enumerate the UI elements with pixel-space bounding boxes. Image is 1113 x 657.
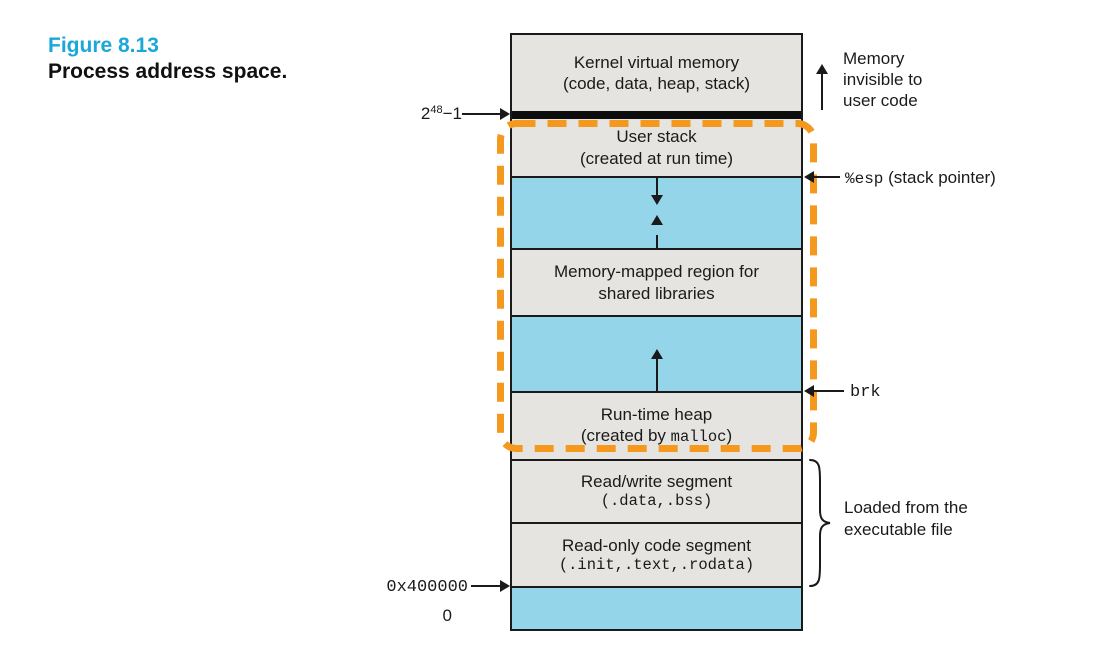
segment-kernel-sublabel: (code, data, heap, stack)	[562, 74, 751, 93]
heap-grow-up-arrow	[655, 359, 658, 391]
address-top-arrowhead	[500, 108, 510, 120]
executable-brace	[809, 459, 831, 587]
loaded-from-label: Loaded from the executable file	[844, 498, 968, 539]
address-top-arrow-line	[462, 113, 502, 115]
segment-read-only: Read-only code segment (.init,.text,.rod…	[512, 524, 801, 588]
segment-heap-label: Run-time heap	[600, 405, 713, 425]
esp-label: %esp (stack pointer)	[845, 168, 996, 188]
segment-heap: Run-time heap (created by malloc)	[512, 393, 801, 461]
user-space-dashed-outline	[497, 120, 817, 452]
segment-mmap: Memory-mapped region for shared librarie…	[512, 250, 801, 317]
malloc-code-text: malloc	[670, 428, 727, 447]
brk-label: brk	[850, 383, 881, 402]
segment-kernel-label: Kernel virtual memory	[573, 52, 740, 72]
figure-title: Process address space.	[48, 60, 288, 83]
address-zero-label: 0	[442, 606, 452, 625]
segment-read-write-sections: (.data,.bss)	[600, 492, 713, 511]
brk-arrow-line	[813, 390, 844, 392]
esp-arrowhead	[804, 171, 814, 183]
brk-arrowhead	[804, 385, 814, 397]
esp-arrow-line	[813, 176, 840, 178]
invisible-memory-arrow-line	[821, 73, 823, 110]
figure-label: Figure 8.13	[48, 34, 159, 57]
address-code-start-arrow-line	[471, 585, 502, 587]
segment-mmap-label: Memory-mapped region for	[553, 262, 760, 282]
heap-grow-up-arrowhead	[650, 349, 663, 359]
kernel-user-boundary-bar	[512, 111, 801, 119]
process-address-space-box: Kernel virtual memory (code, data, heap,…	[510, 33, 803, 631]
segment-user-stack-label: User stack	[616, 127, 697, 147]
mmap-grow-up-arrow	[655, 235, 658, 248]
stack-grow-down-arrowhead	[650, 195, 663, 205]
segment-heap-sublabel: (created by malloc)	[580, 426, 733, 447]
segment-mmap-sublabel: shared libraries	[598, 283, 715, 303]
region-heap-growth	[512, 317, 801, 393]
segment-read-write: Read/write segment (.data,.bss)	[512, 461, 801, 524]
invisible-memory-arrowhead	[816, 64, 828, 74]
segment-read-only-sections: (.init,.text,.rodata)	[558, 555, 755, 574]
segment-read-only-label: Read-only code segment	[561, 535, 751, 555]
region-stack-growth	[512, 178, 801, 250]
segment-kernel: Kernel virtual memory (code, data, heap,…	[512, 35, 801, 111]
stack-grow-down-arrow	[655, 178, 658, 195]
segment-user-stack-sublabel: (created at run time)	[579, 148, 734, 168]
address-code-start-arrowhead	[500, 580, 510, 592]
region-unmapped-low	[512, 588, 801, 629]
address-top-label: 248−1	[420, 104, 462, 123]
segment-user-stack: User stack (created at run time)	[512, 119, 801, 178]
mmap-grow-up-arrowhead	[650, 215, 663, 225]
invisible-memory-label: Memory invisible to user code	[843, 49, 923, 110]
address-code-start-label: 0x400000	[386, 578, 468, 597]
segment-read-write-label: Read/write segment	[580, 472, 733, 492]
